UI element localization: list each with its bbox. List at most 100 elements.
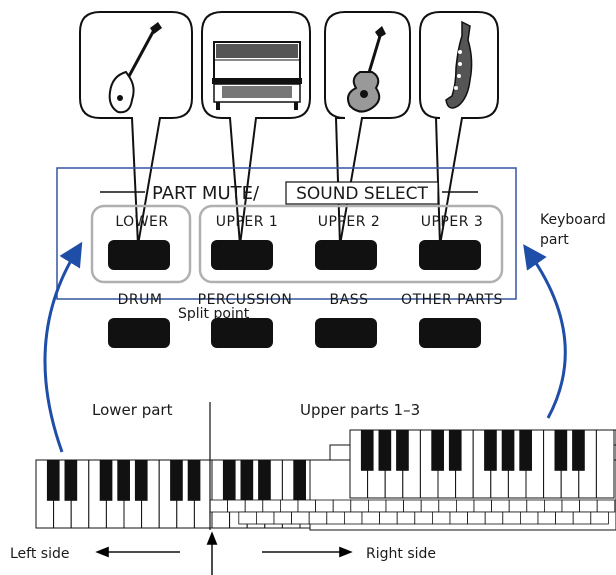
tier-strip-cell bbox=[308, 511, 328, 525]
tier-strip-cell bbox=[473, 499, 493, 513]
tier-strip-cell bbox=[297, 499, 317, 513]
tier-strip-cell bbox=[431, 511, 451, 525]
upper-3-label: UPPER 3 bbox=[421, 214, 484, 230]
upper-black-key bbox=[554, 430, 568, 471]
tier-strip-cell bbox=[414, 511, 433, 525]
tier-strip-cell bbox=[579, 499, 598, 513]
upper-black-key bbox=[396, 430, 409, 471]
panel-title-boxed: SOUND SELECT bbox=[296, 184, 428, 204]
tier-strip-cell bbox=[279, 499, 299, 513]
tier-strip-cell bbox=[467, 511, 486, 525]
tier-strip-cell bbox=[420, 499, 440, 513]
tier-strip-cell bbox=[273, 511, 293, 525]
tier-strip-cell bbox=[590, 511, 609, 525]
percussion-button[interactable] bbox=[211, 318, 273, 348]
tier-strip-cell bbox=[244, 499, 264, 513]
upper-black-key bbox=[378, 430, 392, 471]
lower-part-label: Lower part bbox=[92, 401, 173, 419]
bubble-upper-2 bbox=[324, 11, 411, 246]
upper-3-button[interactable] bbox=[419, 240, 481, 270]
panel-frame bbox=[56, 167, 517, 300]
tier-strip-cell bbox=[396, 511, 416, 525]
tier-strip-cell bbox=[526, 499, 545, 513]
upper-black-key bbox=[519, 430, 532, 471]
tier-strip-cell bbox=[455, 499, 475, 513]
upper-2-label: UPPER 2 bbox=[318, 214, 381, 230]
upper-1-button[interactable] bbox=[211, 240, 273, 270]
tier-strip-cell bbox=[262, 499, 281, 513]
right-curved-arrow bbox=[523, 244, 567, 419]
tier-strip-cell bbox=[572, 511, 592, 525]
lower-black-key bbox=[240, 460, 254, 501]
bubble-upper-3 bbox=[419, 11, 499, 246]
upper-black-key bbox=[431, 430, 444, 471]
upper-group-outline bbox=[198, 204, 504, 284]
tier-strip-cell bbox=[332, 499, 352, 513]
saxophone-icon bbox=[445, 20, 473, 109]
tier-strip-cell bbox=[385, 499, 405, 513]
tier-strip-cell bbox=[403, 499, 422, 513]
tier-strip-cell bbox=[544, 499, 563, 513]
tier-strip-cell bbox=[291, 511, 310, 525]
drum-button[interactable] bbox=[108, 318, 170, 348]
lower-black-key bbox=[258, 460, 271, 501]
tier-strip-cell bbox=[491, 499, 510, 513]
tier-strip-cell bbox=[361, 511, 381, 525]
lower-black-key bbox=[64, 460, 78, 501]
tier-strip-cell bbox=[315, 499, 334, 513]
tier-strip-cell bbox=[227, 499, 246, 513]
tier-strip-cell bbox=[379, 511, 398, 525]
upper-black-key bbox=[484, 430, 497, 471]
bass-label: BASS bbox=[330, 292, 369, 308]
guitar-icon bbox=[108, 22, 162, 114]
tier-strip-cell bbox=[343, 511, 363, 525]
tier-strip-cell bbox=[555, 511, 574, 525]
upper-parts-label: Upper parts 1–3 bbox=[300, 401, 420, 419]
lower-label: LOWER bbox=[115, 214, 168, 230]
lower-black-key bbox=[293, 460, 306, 501]
bubble-upper-1 bbox=[201, 11, 311, 246]
tier-strip-cell bbox=[350, 499, 369, 513]
acoustic-guitar-icon bbox=[347, 26, 386, 113]
lower-black-key bbox=[46, 460, 60, 501]
lower-black-key bbox=[187, 460, 201, 501]
sound-select-box bbox=[285, 181, 439, 205]
tier-strip-cell bbox=[520, 511, 539, 525]
tier-strip-cell bbox=[238, 511, 257, 525]
lower-black-key bbox=[134, 460, 148, 501]
lower-black-key bbox=[170, 460, 183, 501]
left-curved-arrow bbox=[43, 241, 83, 453]
lower-black-key bbox=[117, 460, 130, 501]
upper-2-button[interactable] bbox=[315, 240, 377, 270]
tier-strip-cell bbox=[508, 499, 528, 513]
drum-label: DRUM bbox=[118, 292, 163, 308]
upper-black-key bbox=[572, 430, 585, 471]
tier-strip-cell bbox=[326, 511, 345, 525]
upper-white-key bbox=[595, 429, 615, 499]
tier-strip-cell bbox=[537, 511, 557, 525]
tier-strip-cell bbox=[209, 499, 229, 513]
keyboard-part-label-2: part bbox=[540, 232, 569, 248]
percussion-label: PERCUSSION bbox=[198, 292, 293, 308]
upper-keyboard-tiers bbox=[209, 429, 616, 531]
other-parts-label: OTHER PARTS bbox=[401, 292, 503, 308]
upper-black-key bbox=[360, 430, 374, 471]
lower-black-key bbox=[99, 460, 113, 501]
upper-1-label: UPPER 1 bbox=[216, 214, 279, 230]
tier-strip-cell bbox=[502, 511, 521, 525]
left-side-label: Left side bbox=[10, 546, 69, 562]
tier-strip-cell bbox=[484, 511, 504, 525]
keyboard-part-label-1: Keyboard bbox=[540, 212, 606, 228]
tier-strip-cell bbox=[561, 499, 581, 513]
lower-group-outline bbox=[90, 204, 192, 284]
other-parts-button[interactable] bbox=[419, 318, 481, 348]
bass-button[interactable] bbox=[315, 318, 377, 348]
piano-icon bbox=[212, 41, 302, 110]
tier-strip-cell bbox=[367, 499, 387, 513]
upper-black-key bbox=[448, 430, 462, 471]
lower-button[interactable] bbox=[108, 240, 170, 270]
bubble-lower bbox=[79, 11, 193, 246]
tier-strip-cell bbox=[596, 499, 616, 513]
right-side-label: Right side bbox=[366, 546, 436, 562]
